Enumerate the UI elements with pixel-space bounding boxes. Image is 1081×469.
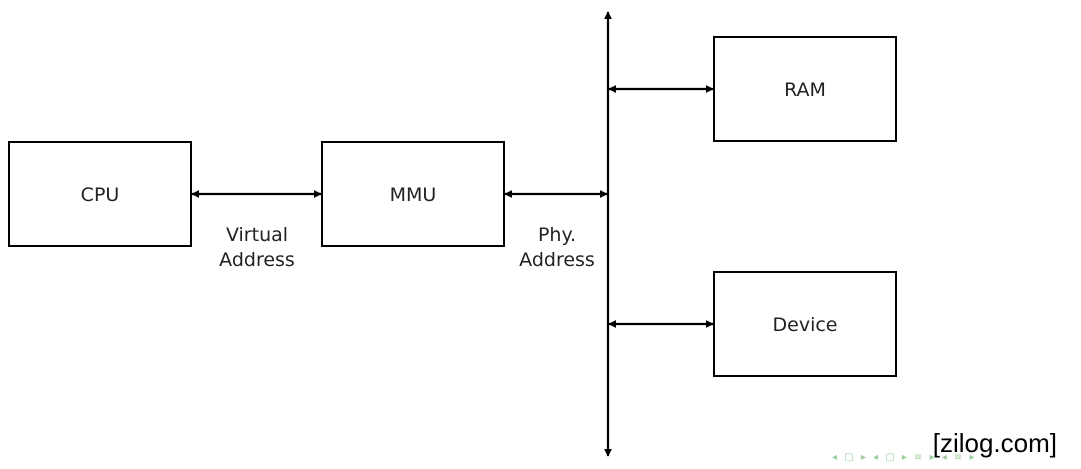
cpu-box: [8, 141, 192, 247]
ram-box: [713, 36, 897, 142]
virtual-address-label-line1: Virtual: [226, 224, 288, 246]
slide-nav-icons[interactable]: ◂ ▢ ▸ ◂ ▢ ▸ ≡ ▸ ◂ ≡ ▸: [832, 452, 977, 463]
device-box: [713, 271, 897, 377]
virtual-address-label-line2: Address: [219, 249, 295, 271]
phy-address-label-line1: Phy.: [538, 224, 576, 246]
ram-label: RAM: [784, 79, 826, 101]
device-label: Device: [773, 314, 838, 336]
mmu-label: MMU: [390, 184, 437, 206]
cpu-label: CPU: [81, 184, 120, 206]
phy-address-label-line2: Address: [519, 249, 595, 271]
mmu-box: [321, 141, 505, 247]
source-credit: [zilog.com]: [932, 428, 1057, 458]
